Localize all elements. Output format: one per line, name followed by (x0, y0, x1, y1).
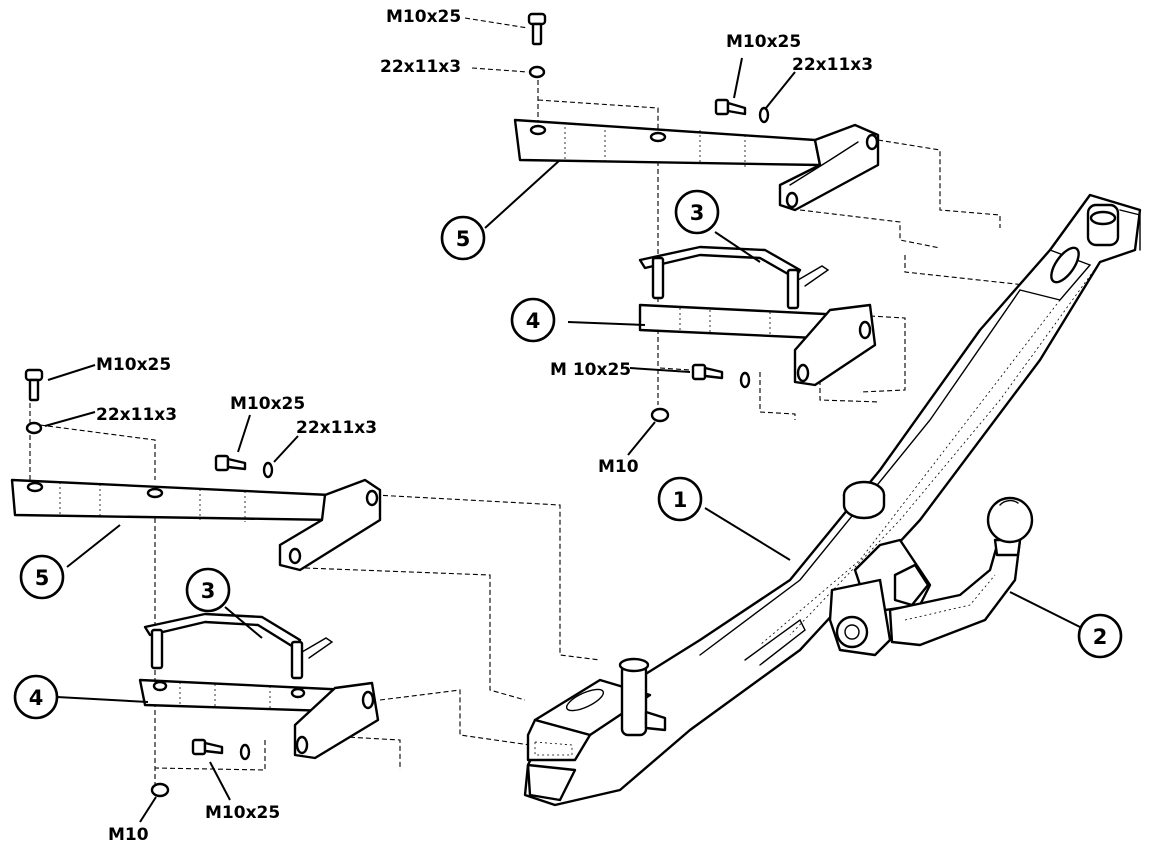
label-top-bolt-a: M10x25 (386, 7, 461, 27)
callout-u-clamp-top: 3 (674, 189, 720, 235)
fasteners-bottom (24, 368, 274, 798)
callout-towball: 2 (1077, 613, 1123, 659)
svg-text:2: 2 (1093, 625, 1108, 649)
label-bottom-nut: M10 (108, 825, 149, 845)
label-top-washer-b: 22x11x3 (792, 55, 873, 75)
callout-bracket-top: 5 (440, 215, 486, 261)
callout-bracket-bottom: 5 (19, 554, 65, 600)
clamp-plate-bottom (138, 678, 380, 760)
label-bottom-bolt-c: M10x25 (205, 803, 280, 823)
label-top-nut: M10 (598, 457, 639, 477)
towball (828, 496, 1034, 657)
callout-bubbles: 1 2 3 3 4 4 5 5 (13, 189, 1123, 720)
label-bottom-bolt-a: M10x25 (96, 355, 171, 375)
svg-text:4: 4 (29, 686, 44, 710)
callout-clamp-plate-bottom: 4 (13, 674, 59, 720)
bracket-top (513, 118, 880, 212)
label-top-bolt-c: M 10x25 (550, 360, 631, 380)
fasteners-top (527, 12, 770, 423)
label-top-washer-a: 22x11x3 (380, 57, 461, 77)
crossbar (523, 193, 1142, 807)
clamp-plate-top (638, 303, 877, 387)
svg-text:3: 3 (690, 201, 705, 225)
svg-text:5: 5 (456, 227, 471, 251)
svg-text:3: 3 (201, 579, 216, 603)
label-bottom-washer-b: 22x11x3 (296, 418, 377, 438)
label-bottom-washer-a: 22x11x3 (96, 405, 177, 425)
callout-u-clamp-bottom: 3 (185, 567, 231, 613)
label-top-bolt-b: M10x25 (726, 32, 801, 52)
svg-text:1: 1 (673, 488, 688, 512)
callout-clamp-plate-top: 4 (510, 297, 556, 343)
label-bottom-bolt-b: M10x25 (230, 394, 305, 414)
callout-crossbar: 1 (657, 476, 703, 522)
u-clamp-top (638, 245, 830, 310)
svg-text:4: 4 (526, 309, 541, 333)
u-clamp-bottom (143, 612, 334, 680)
svg-text:5: 5 (35, 566, 50, 590)
leader-lines (44, 57, 1083, 823)
fastener-labels: M10x25 22x11x3 M10x25 22x11x3 M 10x25 M1… (96, 7, 873, 845)
bracket-bottom (10, 478, 382, 572)
